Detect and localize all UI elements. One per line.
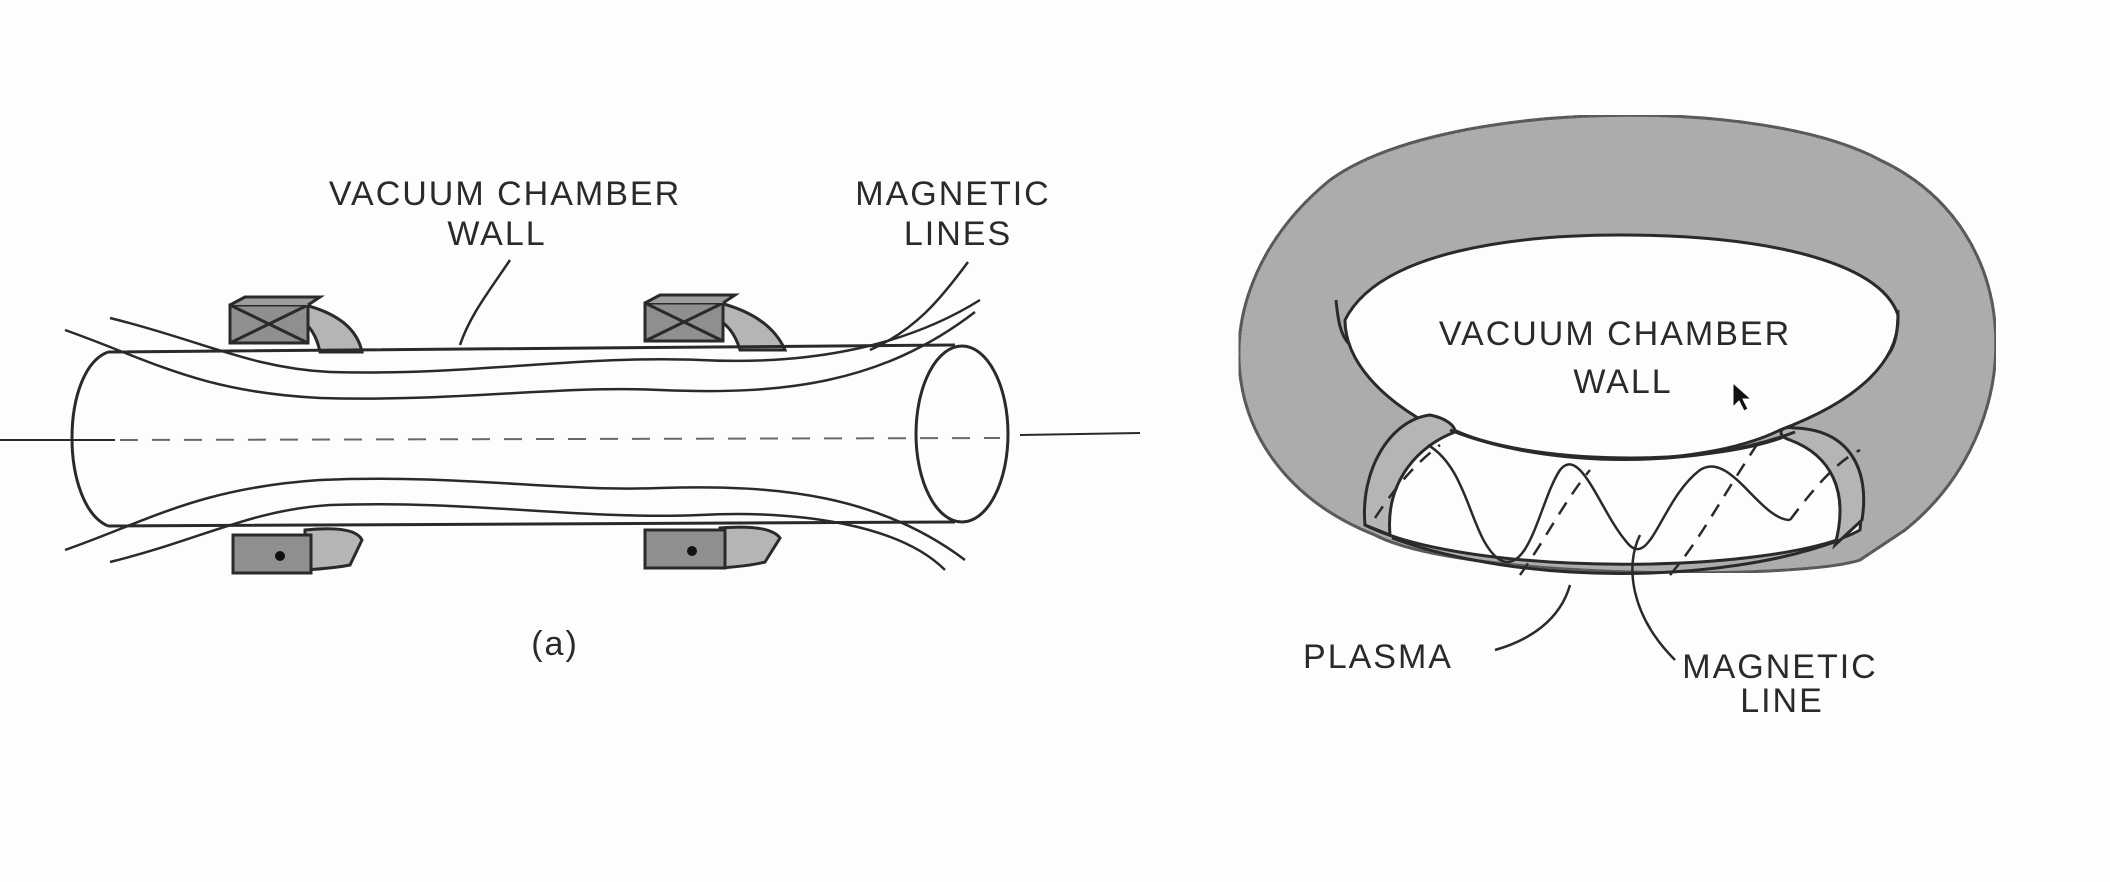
leader-line	[1494, 584, 1572, 652]
label-vacuum-chamber-left: VACUUM CHAMBER	[329, 175, 681, 213]
torus-cut-end-right	[1779, 425, 1866, 550]
tube-right-end	[914, 344, 1010, 524]
label-wall-left: WALL	[447, 215, 546, 253]
label-lines: LINES	[904, 215, 1012, 253]
torus-cut-end-left	[1362, 413, 1457, 538]
label-line: LINE	[1740, 682, 1824, 720]
caption-a: (a)	[531, 625, 579, 663]
helical-magnetic-line-hidden	[1373, 439, 1861, 576]
label-vacuum-chamber-right: VACUUM CHAMBER	[1439, 315, 1791, 353]
leader-line	[869, 261, 970, 352]
leader-line	[1631, 534, 1676, 661]
label-magnetic-line: MAGNETIC	[1682, 648, 1877, 686]
helical-magnetic-line	[1427, 443, 1791, 564]
mouse-pointer-icon	[1732, 381, 1753, 412]
plasma-boundary	[1449, 428, 1796, 461]
tube-left-end	[70, 350, 109, 528]
coil-icon	[643, 293, 788, 352]
linear-device-diagram: VACUUM CHAMBER WALL MAGNETIC LINES (a)	[0, 175, 1141, 663]
coil-icon	[228, 295, 364, 354]
label-plasma: PLASMA	[1303, 638, 1453, 676]
plasma-boundary	[1391, 536, 1841, 575]
label-wall-right: WALL	[1573, 363, 1672, 401]
label-magnetic-lines: MAGNETIC	[855, 175, 1050, 213]
magnetic-field-lines	[64, 298, 1001, 571]
toroidal-device-diagram: VACUUM CHAMBER WALL PLASMA MAGNETIC LINE	[1237, 113, 1998, 720]
vacuum-chamber-tube	[107, 343, 956, 528]
coil-icon	[643, 525, 782, 570]
axis-line	[1019, 432, 1141, 436]
leader-line	[458, 259, 512, 346]
coil-icon	[231, 527, 364, 575]
